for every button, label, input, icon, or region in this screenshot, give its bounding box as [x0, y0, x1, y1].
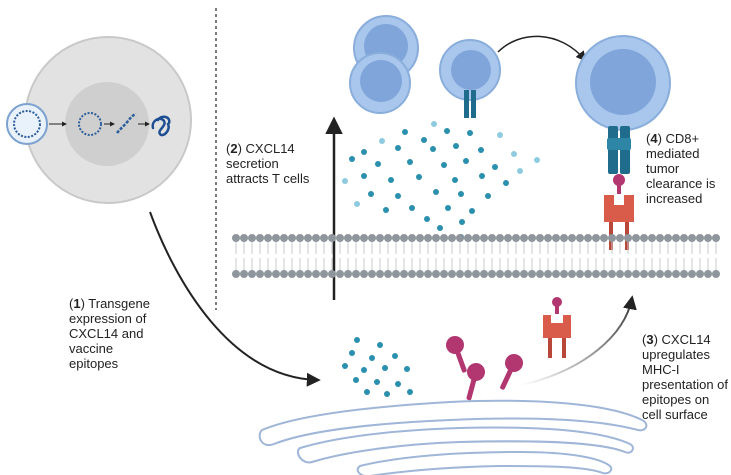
t-cell-group [349, 15, 671, 131]
chemokine-dot [377, 342, 383, 348]
chemokine-dot [437, 225, 443, 231]
viral-vector-icon [6, 103, 48, 145]
protein-icon [151, 115, 171, 137]
arrow-t-cell-activation [497, 35, 587, 62]
arrow-step-3 [521, 295, 637, 386]
chemokine-dot [458, 191, 464, 197]
chemokine-dot [407, 389, 413, 395]
chemokine-dot [384, 391, 390, 397]
endoplasmic-reticulum [258, 399, 648, 475]
chemokine-dot [534, 157, 540, 163]
chemokine-dot [395, 145, 401, 151]
chemokine-dot [361, 173, 367, 179]
chemokine-er-cluster [342, 337, 413, 397]
chemokine-dot [511, 151, 517, 157]
chemokine-cloud [342, 121, 540, 240]
chemokine-dot [479, 173, 485, 179]
chemokine-dot [463, 158, 469, 164]
chemokine-dot [361, 149, 367, 155]
chemokine-dot [452, 177, 458, 183]
chemokine-dot [497, 132, 503, 138]
step-3-label: (3) CXCL14 upregulates MHC-I presentatio… [642, 332, 729, 422]
chemokine-dot [368, 191, 374, 197]
chemokine-dot [354, 201, 360, 207]
chemokine-dot [444, 128, 450, 134]
chemokine-dot [485, 193, 491, 199]
chemokine-dot [379, 138, 385, 144]
chemokine-dot [364, 389, 370, 395]
chemokine-dot [407, 159, 413, 165]
chemokine-dot [445, 205, 451, 211]
chemokine-dot [361, 367, 367, 373]
chemokine-dot [388, 177, 394, 183]
chemokine-dot [395, 193, 401, 199]
chemokine-dot [469, 208, 475, 214]
chemokine-dot [354, 337, 360, 343]
transduced-cell [6, 36, 192, 204]
chemokine-dot [374, 379, 380, 385]
chemokine-dot [459, 219, 465, 225]
chemokine-dot [342, 178, 348, 184]
chemokine-dot [441, 162, 447, 168]
mhc-i-molecule [543, 297, 571, 358]
chemokine-dot [424, 216, 430, 222]
chemokine-dot [517, 168, 523, 174]
chemokine-dot [416, 174, 422, 180]
chemokine-dot [404, 366, 410, 372]
step-2-label: (2) CXCL14 secretion attracts T cells [226, 141, 310, 186]
chemokine-dot [421, 137, 427, 143]
chemokine-dot [430, 146, 436, 152]
chemokine-dot [349, 156, 355, 162]
step-1-label: (1) Transgene expression of CXCL14 and v… [69, 296, 150, 371]
tcr-mhc-complex [604, 126, 634, 250]
vaccine-epitopes [446, 336, 523, 401]
chemokine-dot [503, 180, 509, 186]
chemokine-dot [467, 130, 473, 136]
chemokine-dot [369, 355, 375, 361]
chemokine-dot [353, 377, 359, 383]
arrow-step-1 [149, 211, 321, 387]
chemokine-dot [433, 189, 439, 195]
chemokine-dot [431, 121, 437, 127]
chemokine-dot [382, 365, 388, 371]
mrna-icon [116, 112, 137, 134]
chemokine-dot [409, 205, 415, 211]
chemokine-dot [453, 143, 459, 149]
chemokine-dot [395, 381, 401, 387]
cell-membrane [232, 234, 720, 278]
plasmid-icon [78, 112, 102, 136]
chemokine-dot [492, 164, 498, 170]
chemokine-dot [478, 147, 484, 153]
chemokine-dot [375, 161, 381, 167]
chemokine-dot [349, 350, 355, 356]
chemokine-dot [402, 129, 408, 135]
chemokine-dot [392, 353, 398, 359]
chemokine-dot [383, 207, 389, 213]
chemokine-dot [342, 363, 348, 369]
step-4-label: (4) CD8+ mediated tumor clearance is inc… [646, 131, 716, 206]
